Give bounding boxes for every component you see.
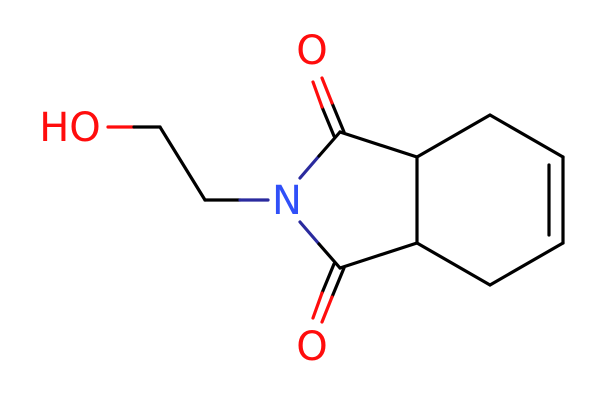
bond-c-o-top-a-red [320,76,334,105]
atom-labels: HO N O O [39,28,328,370]
bond-ch2-ch-bottom [415,241,492,287]
bond-ch2-ch2 [158,125,207,202]
atom-label-oxygen-bottom: O [296,324,327,370]
bond-c-o-bottom-b-black [320,262,336,295]
bond-c-o-top-b-black [320,105,336,138]
atom-label-nitrogen: N [272,178,302,224]
bond-c-bottom-ch [338,241,419,270]
atom-label-oxygen-top: O [296,28,327,74]
bond-c-o-bottom-a-red [320,295,334,324]
bond-c-o-top-b-red [311,80,324,109]
bond-c-o-bottom-b-red [311,291,324,320]
bond-c-top-ch [338,130,419,159]
bond-ch-ch2-top [415,113,492,159]
bond-c-o-top-a-black [330,101,346,134]
bond-n-c-bottom-black [317,242,342,270]
atom-label-hydroxyl: HO [39,105,101,151]
bond-n-c-bottom-blue [298,220,321,246]
bond-n-c-top-blue [298,154,321,180]
bond-c-o-bottom-a-black [330,266,346,299]
bond-ch2-ch-top [488,113,565,159]
bond-ch-ch2-bottom [488,241,565,287]
bond-n-c-top-black [317,130,342,158]
bonds [106,76,565,324]
